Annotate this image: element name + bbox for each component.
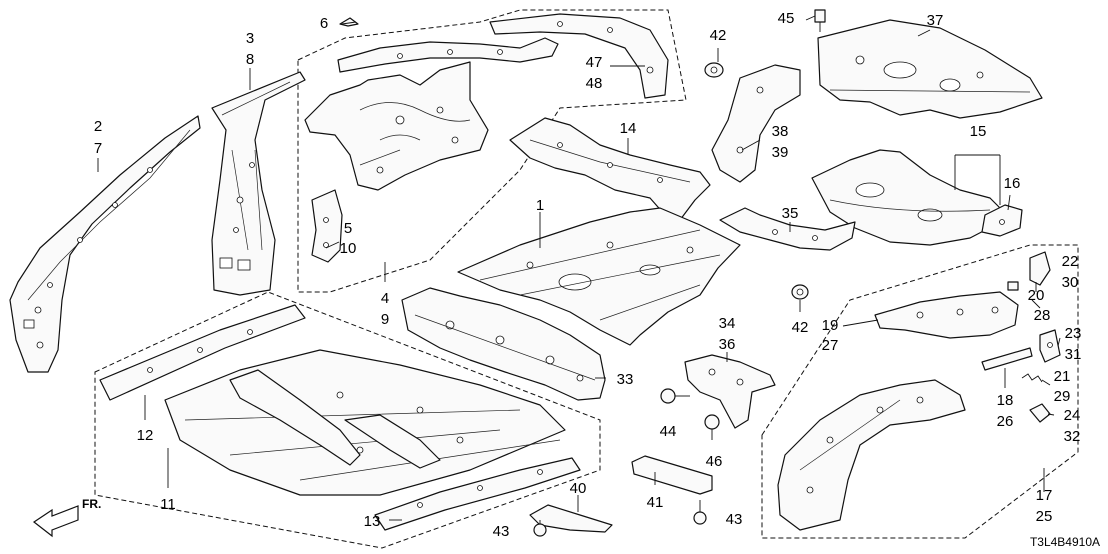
callout-4: 4	[381, 290, 389, 307]
part-front-floor-side-sill-13	[374, 457, 581, 531]
part-bolt-42-top	[704, 62, 724, 78]
callout-26: 26	[997, 413, 1014, 430]
callout-37: 37	[927, 12, 944, 29]
part-bolt-42-mid	[791, 284, 809, 300]
callout-36: 36	[719, 336, 736, 353]
drawing-code: T3L4B4910A	[1030, 535, 1100, 549]
front-direction-arrow: FR.	[32, 497, 101, 538]
part-brace-35	[719, 207, 856, 251]
callout-35: 35	[782, 205, 799, 222]
callout-17: 17	[1036, 487, 1053, 504]
group-outline-wheelhouse	[297, 9, 687, 293]
part-front-floor-crossmember	[229, 369, 441, 469]
callout-21: 21	[1054, 368, 1071, 385]
group-outline-rear-frame	[761, 244, 1079, 539]
callout-numbers: 2 7 3 8 6 5 10 4 9 1 14 47 48 42 38 39 4…	[94, 10, 1082, 540]
callout-18: 18	[997, 392, 1014, 409]
callout-13: 13	[364, 513, 381, 530]
leader-lines	[97, 15, 1061, 521]
callout-5: 5	[344, 220, 352, 237]
group-outline-front-floor	[94, 291, 601, 549]
part-gusset-5	[311, 189, 343, 263]
part-rear-frame-17	[777, 379, 966, 531]
part-rear-shelf-37	[817, 19, 1043, 119]
direction-label: FR.	[82, 497, 101, 511]
callout-44: 44	[660, 423, 677, 440]
callout-43-left: 43	[493, 523, 510, 540]
callout-25: 25	[1036, 508, 1053, 525]
callout-6: 6	[320, 15, 328, 32]
callout-9: 9	[381, 311, 389, 328]
part-bracket-16	[981, 204, 1023, 237]
callout-1: 1	[536, 197, 544, 214]
part-bolt-46	[704, 414, 720, 440]
part-bolt-44	[660, 388, 690, 404]
callout-43-right: 43	[726, 511, 743, 528]
part-bracket-22	[1029, 251, 1051, 286]
callout-42-top: 42	[710, 27, 727, 44]
callout-12: 12	[137, 427, 154, 444]
part-clip-20	[1007, 281, 1019, 291]
part-rear-floor-pan-15	[811, 149, 1001, 246]
callout-30: 30	[1062, 274, 1079, 291]
part-crossmember-14	[509, 117, 711, 221]
part-rear-floor-1	[457, 207, 741, 346]
part-clip-24	[1029, 403, 1051, 423]
callout-47: 47	[586, 54, 603, 71]
callout-33: 33	[617, 371, 634, 388]
part-a-pillar-inner	[9, 115, 201, 373]
callout-32: 32	[1064, 428, 1081, 445]
part-rear-wheelhouse	[304, 61, 489, 191]
callout-28: 28	[1034, 307, 1051, 324]
callout-14: 14	[620, 120, 637, 137]
callout-23: 23	[1065, 325, 1082, 342]
callout-19: 19	[822, 317, 839, 334]
part-b-pillar	[211, 71, 306, 296]
callout-39: 39	[772, 144, 789, 161]
part-bolt-45	[814, 9, 826, 32]
callout-7: 7	[94, 140, 102, 157]
part-bolt-43-right	[693, 500, 707, 525]
callout-31: 31	[1065, 346, 1082, 363]
callout-40: 40	[570, 480, 587, 497]
callout-48: 48	[586, 75, 603, 92]
callout-15: 15	[970, 123, 987, 140]
part-wheelhouse-upper-rail	[337, 37, 559, 73]
part-plate-41	[631, 455, 713, 495]
callout-2: 2	[94, 118, 102, 135]
callout-46: 46	[706, 453, 723, 470]
callout-16: 16	[1004, 175, 1021, 192]
part-rail-18	[981, 347, 1033, 371]
callout-24: 24	[1064, 407, 1081, 424]
part-rear-crossmember-33	[401, 287, 606, 401]
callout-27: 27	[822, 337, 839, 354]
callout-38: 38	[772, 123, 789, 140]
part-bolt-43-left	[533, 520, 547, 537]
part-rear-pillar-47	[489, 13, 669, 99]
arrow-left-icon	[32, 505, 79, 538]
callout-3: 3	[246, 30, 254, 47]
callout-41: 41	[647, 494, 664, 511]
callout-34: 34	[719, 315, 736, 332]
part-quarter-brace-38	[711, 64, 801, 183]
callout-8: 8	[246, 51, 254, 68]
part-bracket-34	[684, 354, 776, 429]
callout-22: 22	[1062, 253, 1079, 270]
callout-11: 11	[160, 496, 176, 513]
callout-29: 29	[1054, 388, 1071, 405]
part-spring-21	[1021, 373, 1043, 383]
part-rear-frame-19	[874, 291, 1019, 339]
part-front-floor-side-sill-12	[99, 304, 306, 401]
callout-20: 20	[1028, 287, 1045, 304]
callout-45: 45	[778, 10, 795, 27]
part-bracket-23	[1039, 329, 1061, 363]
callout-10: 10	[340, 240, 357, 257]
callout-42-mid: 42	[792, 319, 809, 336]
